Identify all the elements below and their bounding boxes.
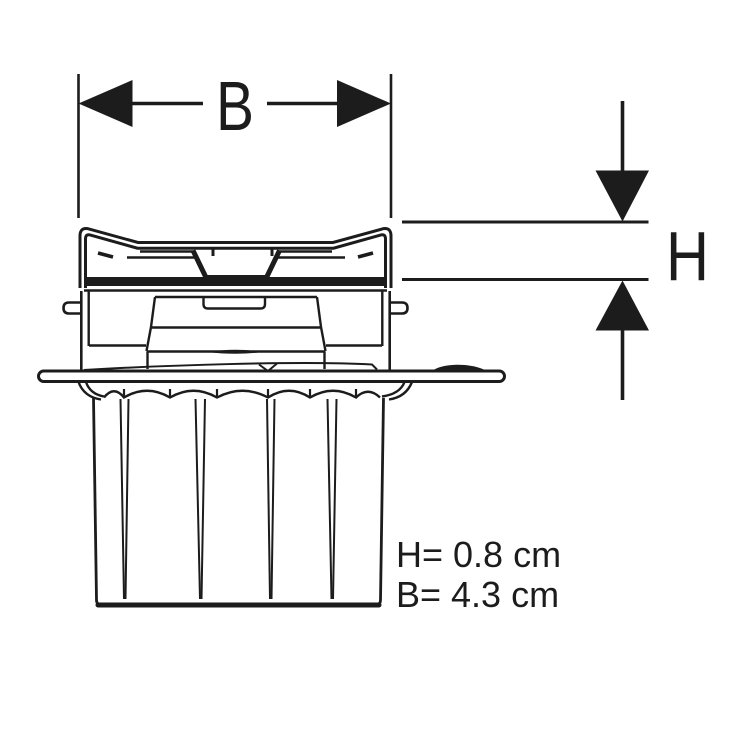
b-arrowhead-left <box>78 80 133 127</box>
grate-top-profile <box>78 226 393 292</box>
h-dimension-label: H <box>666 217 709 295</box>
product-cross-section <box>37 226 506 608</box>
grate-center-recess <box>190 249 282 280</box>
spec-line-h: H= 0.8 cm <box>396 534 561 575</box>
flange <box>37 364 506 383</box>
funnel-body <box>92 397 385 608</box>
h-arrowhead-down <box>595 170 649 222</box>
spec-line-b: B= 4.3 cm <box>396 574 559 615</box>
left-side-clip <box>62 301 81 315</box>
b-arrowhead-right <box>337 80 391 127</box>
b-dimension-label: B <box>216 67 254 145</box>
h-arrowhead-up <box>595 280 649 331</box>
b-dimension: B <box>77 67 393 218</box>
right-side-clip <box>390 301 409 315</box>
flange-seal-bump <box>431 364 488 372</box>
frame-body <box>62 291 409 373</box>
flange-webs <box>77 381 414 401</box>
h-dimension: H <box>402 101 709 400</box>
dimension-values: H= 0.8 cm B= 4.3 cm <box>396 534 561 615</box>
